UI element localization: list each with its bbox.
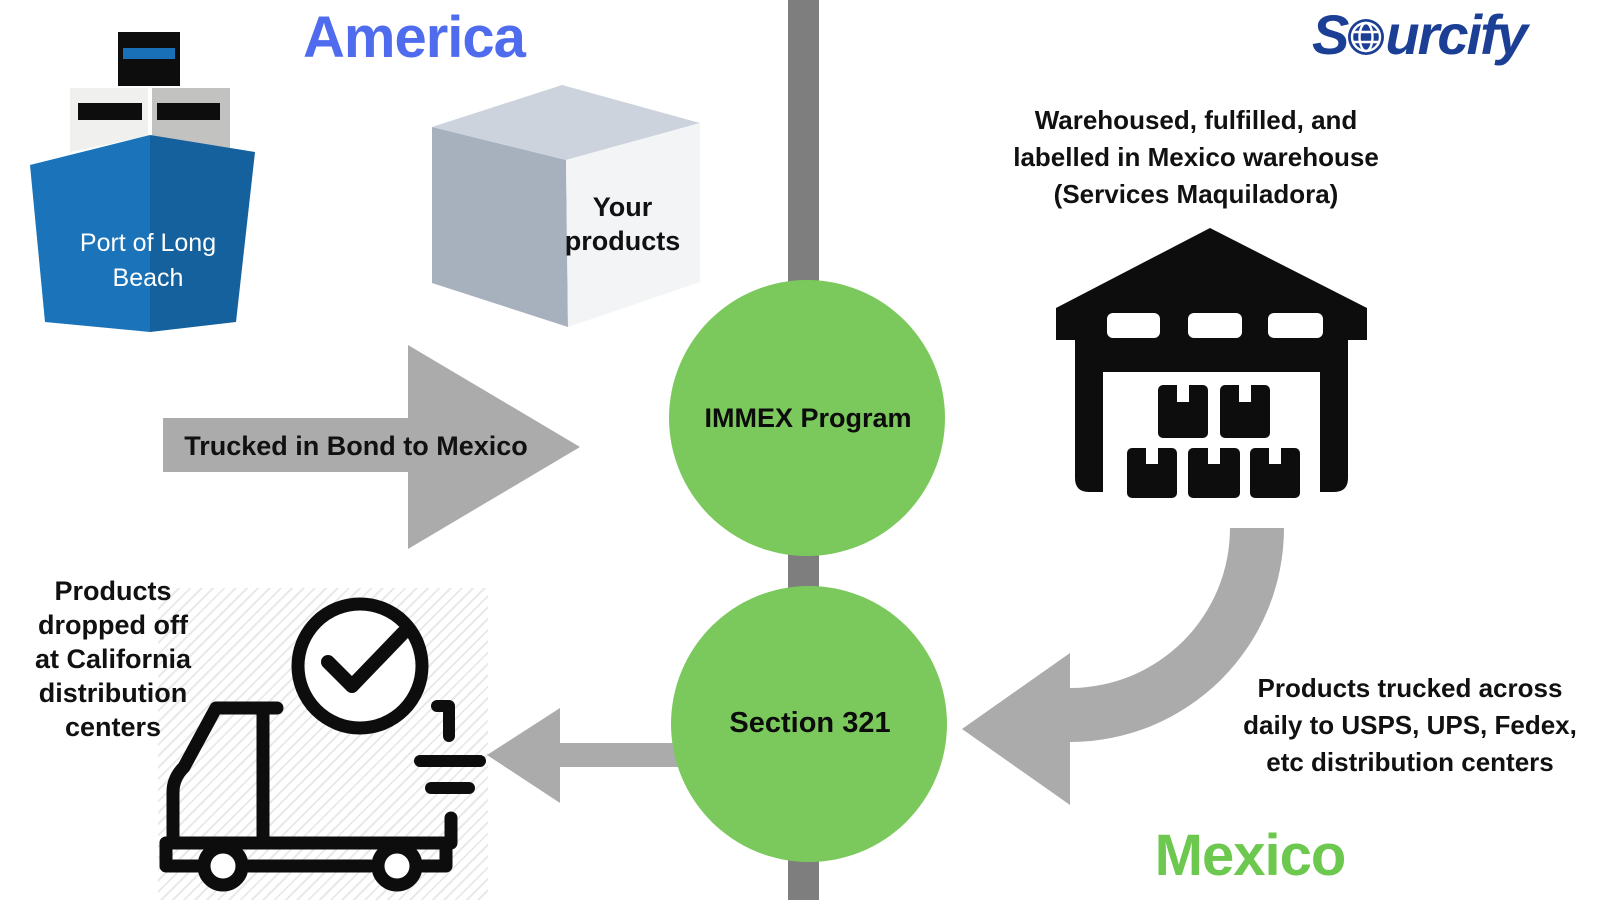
checkmark-icon: [321, 626, 410, 693]
america-title: America: [303, 5, 526, 70]
delivery-truck-clock-icon: [159, 597, 486, 892]
trucked-in-bond-label: Trucked in Bond to Mexico: [184, 431, 528, 461]
ship-label: Port of Long Beach: [79, 229, 217, 292]
products-cube-icon: [432, 85, 700, 327]
trucked-daily-caption: Products trucked across daily to USPS, U…: [1243, 673, 1577, 777]
cube-label: Your products: [564, 192, 681, 256]
clock-icon: [291, 597, 429, 735]
warehouse-boxes: [1127, 385, 1300, 498]
warehouse-icon: [1056, 228, 1367, 498]
left-arrow: [487, 708, 690, 803]
front-wheel: [197, 840, 249, 892]
right-arrow: [163, 345, 580, 549]
brand-prefix: S: [1312, 3, 1349, 66]
cargo-ship-icon: [30, 32, 255, 332]
node-immex-label: IMMEX Program: [704, 403, 912, 433]
brand-suffix: urcify: [1385, 3, 1527, 66]
globe-icon: [1346, 5, 1386, 70]
speed-lines: [414, 700, 486, 794]
mexico-title: Mexico: [1154, 823, 1347, 888]
node-section321-circle: [671, 586, 947, 862]
rear-wheel: [371, 840, 423, 892]
dropoff-caption: Products dropped off at California distr…: [34, 576, 192, 742]
warehouse-caption: Warehoused, fulfilled, and labelled in M…: [1013, 105, 1379, 209]
node-section321-label: Section 321: [729, 707, 891, 739]
curved-arrow: [962, 528, 1284, 805]
node-immex-circle: [669, 280, 945, 556]
